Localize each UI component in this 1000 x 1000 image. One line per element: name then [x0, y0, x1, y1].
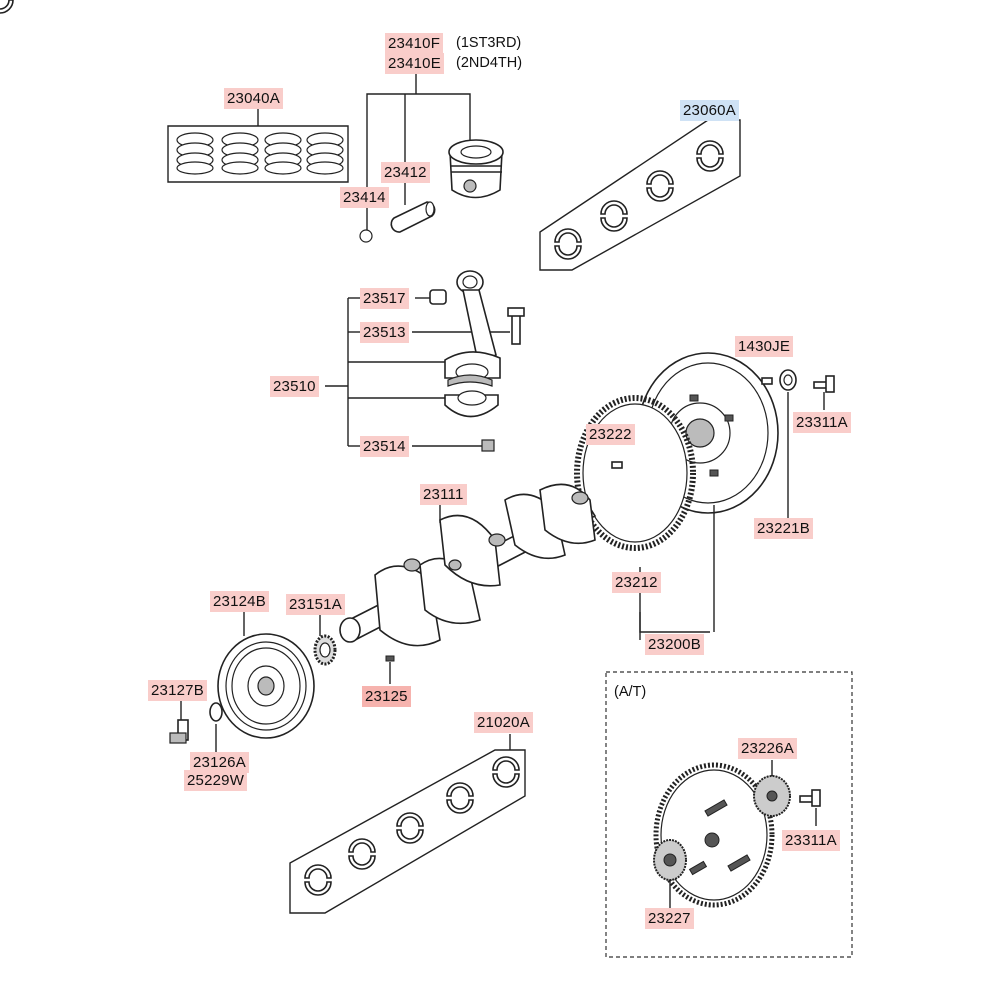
automatic-transmission-box: [605, 671, 853, 958]
crankshaft: [339, 483, 597, 684]
note-23410E: (2ND4TH): [456, 55, 523, 71]
label-23227[interactable]: 23227: [645, 908, 694, 929]
label-23212[interactable]: 23212: [612, 572, 661, 593]
label-23126A[interactable]: 23126A: [190, 752, 249, 773]
piston-ring-set: [167, 108, 349, 183]
label-23410E[interactable]: 23410E: [385, 53, 444, 74]
label-23410F[interactable]: 23410F: [385, 33, 444, 54]
label-23222[interactable]: 23222: [586, 424, 635, 445]
label-21020A[interactable]: 21020A: [474, 712, 533, 733]
label-23226A[interactable]: 23226A: [738, 738, 797, 759]
label-23221B[interactable]: 23221B: [754, 518, 813, 539]
connecting-rod: [325, 270, 525, 452]
label-23125[interactable]: 23125: [362, 686, 411, 707]
label-23414[interactable]: 23414: [340, 187, 389, 208]
at-note: (A/T): [614, 684, 647, 700]
label-23311A-top[interactable]: 23311A: [793, 412, 851, 433]
label-23124B[interactable]: 23124B: [210, 591, 269, 612]
label-23151A[interactable]: 23151A: [286, 594, 345, 615]
label-23517[interactable]: 23517: [360, 288, 409, 309]
label-23040A[interactable]: 23040A: [224, 88, 283, 109]
label-23513[interactable]: 23513: [360, 322, 409, 343]
label-23514[interactable]: 23514: [360, 436, 409, 457]
main-bearing-set-upper: [0, 0, 741, 271]
label-23111[interactable]: 23111: [420, 484, 467, 505]
label-23412[interactable]: 23412: [381, 162, 430, 183]
label-23060A[interactable]: 23060A: [680, 100, 739, 121]
label-23510[interactable]: 23510: [270, 376, 319, 397]
main-bearing-set-lower: [289, 734, 526, 914]
label-23127B[interactable]: 23127B: [148, 680, 207, 701]
note-23410F: (1ST3RD): [456, 35, 522, 51]
damper-pulley: [169, 612, 315, 752]
label-23311A-at[interactable]: 23311A: [782, 830, 840, 851]
label-25229W[interactable]: 25229W: [184, 770, 248, 791]
label-1430JE[interactable]: 1430JE: [735, 336, 794, 357]
crank-sprocket: [313, 614, 337, 666]
piston-assembly: [359, 74, 504, 243]
label-23200B[interactable]: 23200B: [645, 634, 704, 655]
